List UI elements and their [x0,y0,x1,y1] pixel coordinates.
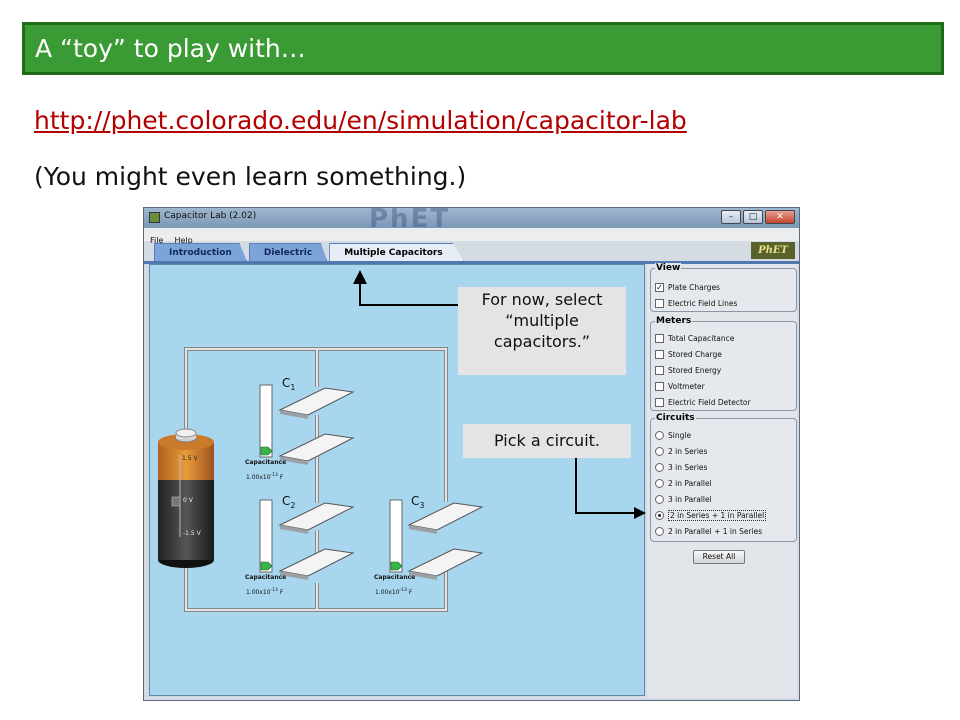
meters-group-title: Meters [655,316,693,326]
radio-3-in-parallel[interactable]: 3 in Parallel [655,493,712,505]
tab-divider [144,261,799,264]
radio-2-in-series[interactable]: 2 in Series [655,445,707,457]
radio-icon[interactable] [655,446,664,456]
capacitor-c1-label: C1 [282,376,295,392]
slide-note: (You might even learn something.) [34,162,467,191]
callout-pick-circuit: Pick a circuit. [463,424,631,458]
simulation-link[interactable]: http://phet.colorado.edu/en/simulation/c… [34,106,687,135]
capacitor-c3-label: C3 [411,494,424,510]
radio-single[interactable]: Single [655,429,691,441]
option-electric-field-detector[interactable]: Electric Field Detector [655,396,751,408]
close-button[interactable]: ✕ [765,210,795,224]
battery-mid-label: 0 V [183,497,194,504]
option-label: Electric Field Detector [668,397,751,407]
option-plate-charges[interactable]: ✓ Plate Charges [655,281,720,293]
radio-icon[interactable] [655,462,664,472]
radio-selected-icon[interactable] [655,510,664,520]
battery-bottom-label: -1.5 V [183,530,202,537]
checkbox-icon[interactable] [655,298,664,308]
tab-introduction[interactable]: Introduction [154,243,247,261]
slide-title: A “toy” to play with… [22,22,944,75]
radio-2-in-parallel[interactable]: 2 in Parallel [655,477,712,489]
option-voltmeter[interactable]: Voltmeter [655,380,705,392]
capacitor-c2-plates[interactable] [278,502,355,580]
circuits-group: Circuits Single 2 in Series 3 in Series … [650,413,797,542]
radio-2-series-1-parallel[interactable]: 2 in Series + 1 in Parallel [655,509,767,521]
radio-2-parallel-1-series[interactable]: 2 in Parallel + 1 in Series [655,525,762,537]
window-controls: – □ ✕ [721,210,795,224]
option-label: 3 in Series [668,462,708,472]
option-electric-field-lines[interactable]: Electric Field Lines [655,297,737,309]
capacitance-meter-c1 [259,384,273,458]
option-label: Electric Field Lines [668,298,738,308]
view-group-title: View [655,263,682,273]
meter-c3-label: Capacitance [374,574,415,581]
minimize-button[interactable]: – [721,210,741,224]
meters-group: Meters Total Capacitance Stored Charge S… [650,316,797,411]
option-label: 2 in Parallel [668,478,712,488]
checkbox-icon[interactable] [655,381,664,391]
radio-icon[interactable] [655,494,664,504]
tab-dielectric[interactable]: Dielectric [248,243,328,261]
option-label: 3 in Parallel [668,494,712,504]
capacitance-meter-c3 [389,499,403,573]
meter-c1-label: Capacitance [245,459,286,466]
checkbox-icon[interactable] [655,333,664,343]
battery-slider[interactable] [171,496,181,507]
option-label: Total Capacitance [668,333,735,343]
option-label: Plate Charges [668,282,720,292]
battery-top-label: 1.5 V [182,455,198,462]
tab-multiple-capacitors[interactable]: Multiple Capacitors [329,243,464,261]
window-titlebar[interactable]: Capacitor Lab (2.02) PhET – □ ✕ [144,208,799,234]
option-label: Stored Charge [668,349,722,359]
option-stored-energy[interactable]: Stored Energy [655,364,721,376]
option-label: Voltmeter [668,381,705,391]
checkbox-icon[interactable]: ✓ [655,282,664,292]
option-label: Single [668,430,692,440]
option-stored-charge[interactable]: Stored Charge [655,348,722,360]
option-label: 2 in Series [668,446,708,456]
tab-bar: Introduction Dielectric Multiple Capacit… [154,243,466,261]
circuits-group-title: Circuits [655,413,696,423]
app-icon [149,212,160,223]
view-group: View ✓ Plate Charges Electric Field Lines [650,263,797,312]
callout-select-tab: For now, select “multiple capacitors.” [458,287,626,375]
capacitance-meter-c2 [259,499,273,573]
radio-3-in-series[interactable]: 3 in Series [655,461,707,473]
option-label: 2 in Parallel + 1 in Series [668,526,763,536]
capacitor-c1-plates[interactable] [278,387,355,465]
menu-help[interactable]: Help [174,236,193,245]
window-title: Capacitor Lab (2.02) [164,211,257,221]
meter-c2-label: Capacitance [245,574,286,581]
reset-all-button[interactable]: Reset All [693,550,745,564]
menu-file[interactable]: File [150,236,164,245]
capacitor-c2-label: C2 [282,494,295,510]
option-total-capacitance[interactable]: Total Capacitance [655,332,734,344]
option-label: Stored Energy [668,365,722,375]
battery[interactable] [158,428,214,568]
checkbox-icon[interactable] [655,349,664,359]
radio-icon[interactable] [655,430,664,440]
control-panel: View ✓ Plate Charges Electric Field Lines… [647,263,797,698]
radio-icon[interactable] [655,526,664,536]
circuit-diagram: 1.5 V 0 V -1.5 V [158,347,484,612]
option-label: 2 in Series + 1 in Parallel [668,509,767,521]
menu-bar: File Help [144,228,799,245]
capacitor-c3-plates[interactable] [407,502,484,580]
maximize-button[interactable]: □ [743,210,763,224]
phet-logo: PhET [751,242,795,259]
radio-icon[interactable] [655,478,664,488]
checkbox-icon[interactable] [655,365,664,375]
checkbox-icon[interactable] [655,397,664,407]
